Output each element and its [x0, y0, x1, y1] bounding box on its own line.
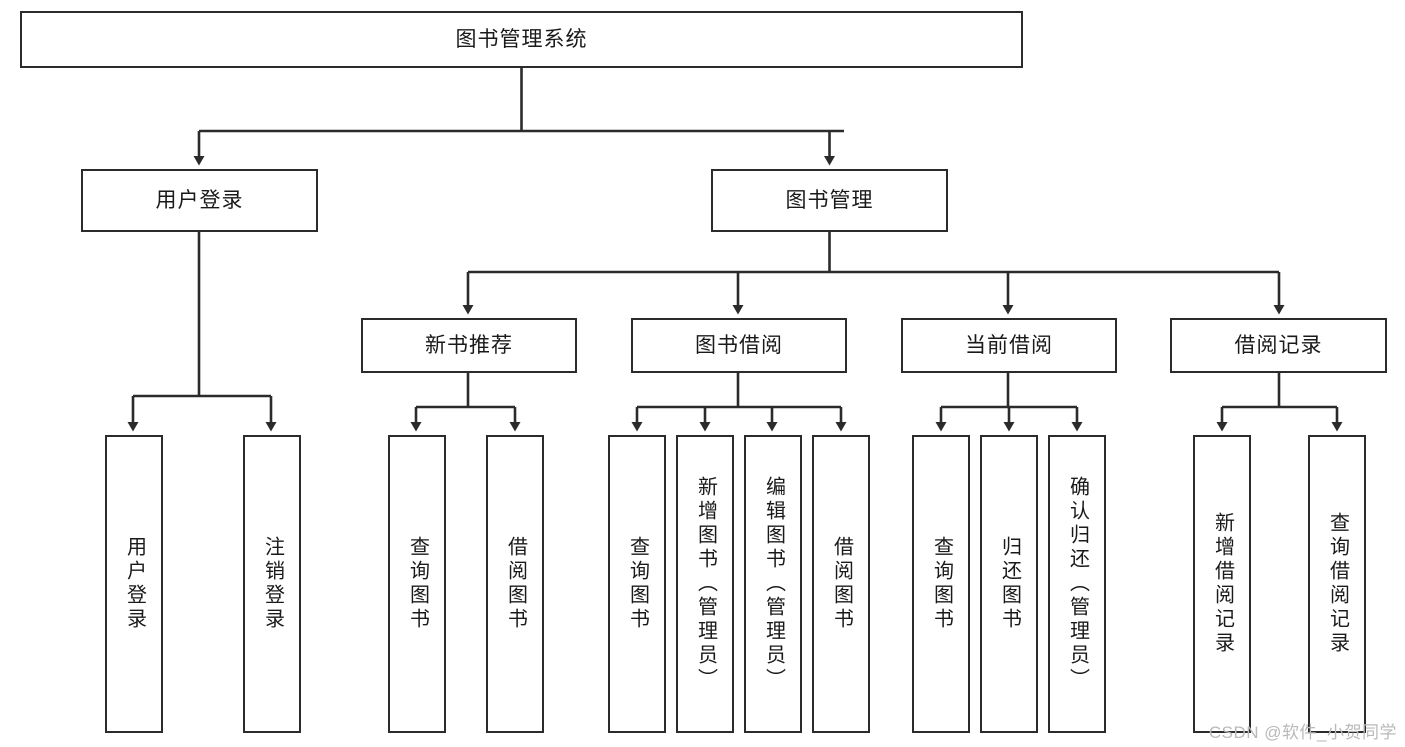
node-leaf-confirm-return-label: 确认归还（管理员） [1066, 476, 1089, 692]
node-user-login[interactable]: 用户登录 [81, 169, 318, 232]
node-book-manage[interactable]: 图书管理 [711, 169, 948, 232]
watermark: CSDN @软件_小贺同学 [1208, 723, 1397, 742]
node-leaf-confirm-return[interactable]: 确认归还（管理员） [1048, 435, 1106, 733]
node-leaf-add-record-label: 新增借阅记录 [1211, 512, 1234, 656]
node-leaf-user-logout-label: 注销登录 [261, 536, 284, 632]
node-leaf-borrow-book-2[interactable]: 借阅图书 [812, 435, 870, 733]
node-leaf-edit-book[interactable]: 编辑图书（管理员） [744, 435, 802, 733]
node-leaf-query-book-1-label: 查询图书 [406, 536, 429, 632]
node-borrow-record-label: 借阅记录 [1234, 334, 1323, 357]
node-leaf-query-book-1[interactable]: 查询图书 [388, 435, 446, 733]
node-current-borrow-label: 当前借阅 [965, 334, 1053, 357]
node-leaf-query-book-3[interactable]: 查询图书 [912, 435, 970, 733]
node-leaf-borrow-book-1-label: 借阅图书 [504, 536, 527, 632]
node-book-borrow[interactable]: 图书借阅 [631, 318, 847, 373]
node-borrow-record[interactable]: 借阅记录 [1170, 318, 1387, 373]
node-new-book-rec[interactable]: 新书推荐 [361, 318, 577, 373]
node-leaf-add-book-label: 新增图书（管理员） [694, 476, 717, 692]
node-leaf-borrow-book-1[interactable]: 借阅图书 [486, 435, 544, 733]
node-new-book-rec-label: 新书推荐 [425, 334, 513, 357]
node-leaf-user-logout[interactable]: 注销登录 [243, 435, 301, 733]
node-leaf-return-book[interactable]: 归还图书 [980, 435, 1038, 733]
node-leaf-query-record[interactable]: 查询借阅记录 [1308, 435, 1366, 733]
node-current-borrow[interactable]: 当前借阅 [901, 318, 1117, 373]
node-leaf-user-login-label: 用户登录 [123, 536, 146, 632]
node-leaf-add-record[interactable]: 新增借阅记录 [1193, 435, 1251, 733]
node-leaf-query-book-3-label: 查询图书 [930, 536, 953, 632]
node-leaf-borrow-book-2-label: 借阅图书 [830, 536, 853, 632]
node-book-manage-label: 图书管理 [785, 189, 874, 212]
node-leaf-query-book-2[interactable]: 查询图书 [608, 435, 666, 733]
node-root-label: 图书管理系统 [455, 28, 588, 51]
node-leaf-query-book-2-label: 查询图书 [626, 536, 649, 632]
node-user-login-label: 用户登录 [155, 189, 244, 212]
node-root[interactable]: 图书管理系统 [20, 11, 1023, 68]
node-leaf-user-login[interactable]: 用户登录 [105, 435, 163, 733]
node-leaf-add-book[interactable]: 新增图书（管理员） [676, 435, 734, 733]
node-leaf-query-record-label: 查询借阅记录 [1326, 512, 1349, 656]
node-book-borrow-label: 图书借阅 [695, 334, 783, 357]
node-leaf-return-book-label: 归还图书 [998, 536, 1021, 632]
node-leaf-edit-book-label: 编辑图书（管理员） [762, 476, 785, 692]
